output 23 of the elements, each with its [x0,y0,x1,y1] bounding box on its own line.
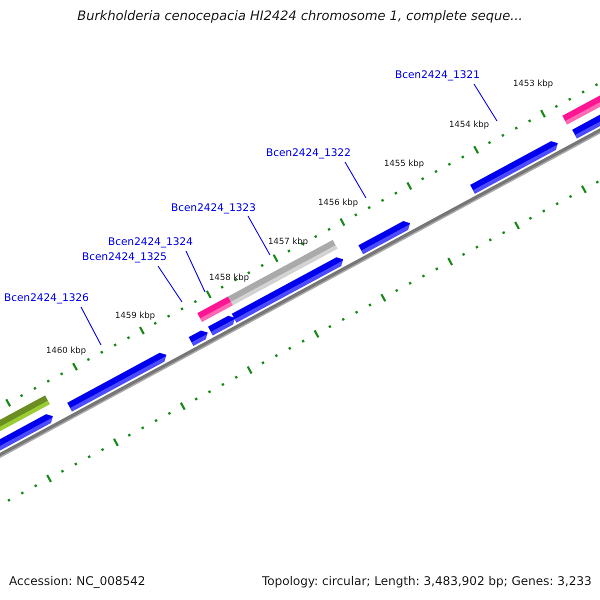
leader-line [248,216,270,256]
gene-label: Bcen2424_1324 [108,237,193,249]
tick-label: 1457 kbp [268,238,308,248]
gene-label: Bcen2424_1323 [171,203,256,215]
leader-line [80,306,102,346]
gene-label: Bcen2424_1325 [82,252,167,264]
tick-label: 1459 kbp [115,312,156,322]
gene-label: Bcen2424_1322 [266,148,351,160]
tick-label: 1456 kbp [318,199,358,208]
leader-line [186,250,206,292]
leader-line [474,84,498,122]
accession-text: Accession: NC_008542 [9,575,146,588]
gene-label: Bcen2424_1321 [395,70,480,82]
leader-line [344,162,366,198]
title: Burkholderia cenocepacia HI2424 chromosome 1, complete seque... [76,10,524,24]
tick-label: 1458 kbp [209,274,250,284]
tick-label: 1460 kbp [46,347,86,356]
genome-info-text: Topology: circular; Length: 3,483,902 bp; Genes: 3,233 [262,575,592,588]
tick-label: 1453 kbp [513,80,554,90]
tick-label: 1454 kbp [449,121,490,130]
gene-label: Bcen2424_1326 [4,293,89,305]
tick-label: 1455 kbp [384,160,424,170]
leader-line [158,266,182,302]
